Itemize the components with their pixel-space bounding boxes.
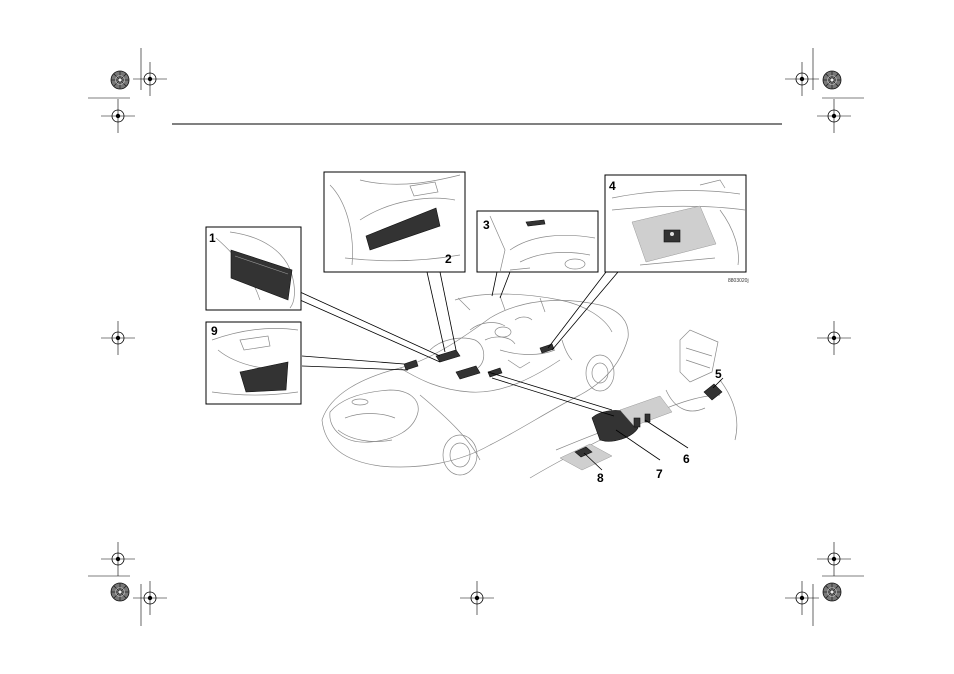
callout-4: 4 bbox=[609, 179, 616, 193]
callout-1: 1 bbox=[209, 231, 216, 245]
crosshair-circle-icon bbox=[133, 581, 167, 615]
crosshair-circle-icon bbox=[460, 581, 494, 615]
car-compartments bbox=[404, 344, 554, 379]
color-wheel-icon bbox=[823, 71, 841, 89]
crosshair-circle-icon bbox=[101, 321, 135, 355]
callout-6: 6 bbox=[683, 452, 690, 466]
crosshair-circle-icon bbox=[817, 542, 851, 576]
crosshair-circle-icon bbox=[817, 99, 851, 133]
crosshair-circle-icon bbox=[817, 321, 851, 355]
color-wheel-icon bbox=[111, 71, 129, 89]
callout-9: 9 bbox=[211, 324, 218, 338]
crop-marks bbox=[88, 48, 864, 626]
crosshair-circle-icon bbox=[101, 542, 135, 576]
callout-8: 8 bbox=[597, 471, 604, 485]
callout-7: 7 bbox=[656, 467, 663, 481]
storage-illustration: 1 2 3 4 5 6 7 8 9 8803020j bbox=[206, 172, 749, 485]
callout-3: 3 bbox=[483, 218, 490, 232]
inset-3 bbox=[477, 211, 598, 272]
figure-code: 8803020j bbox=[728, 278, 749, 284]
crosshair-circle-icon bbox=[785, 62, 819, 96]
inset-2 bbox=[324, 172, 465, 272]
color-wheel-icon bbox=[823, 583, 841, 601]
callout-5: 5 bbox=[715, 367, 722, 381]
crosshair-circle-icon bbox=[785, 581, 819, 615]
console-detail bbox=[530, 330, 737, 478]
inset-9 bbox=[206, 322, 301, 404]
inset-1 bbox=[206, 227, 301, 310]
crosshair-circle-icon bbox=[101, 99, 135, 133]
crosshair-circle-icon bbox=[133, 62, 167, 96]
color-wheel-icon bbox=[111, 583, 129, 601]
inset-4 bbox=[605, 175, 746, 272]
callout-2: 2 bbox=[445, 252, 452, 266]
